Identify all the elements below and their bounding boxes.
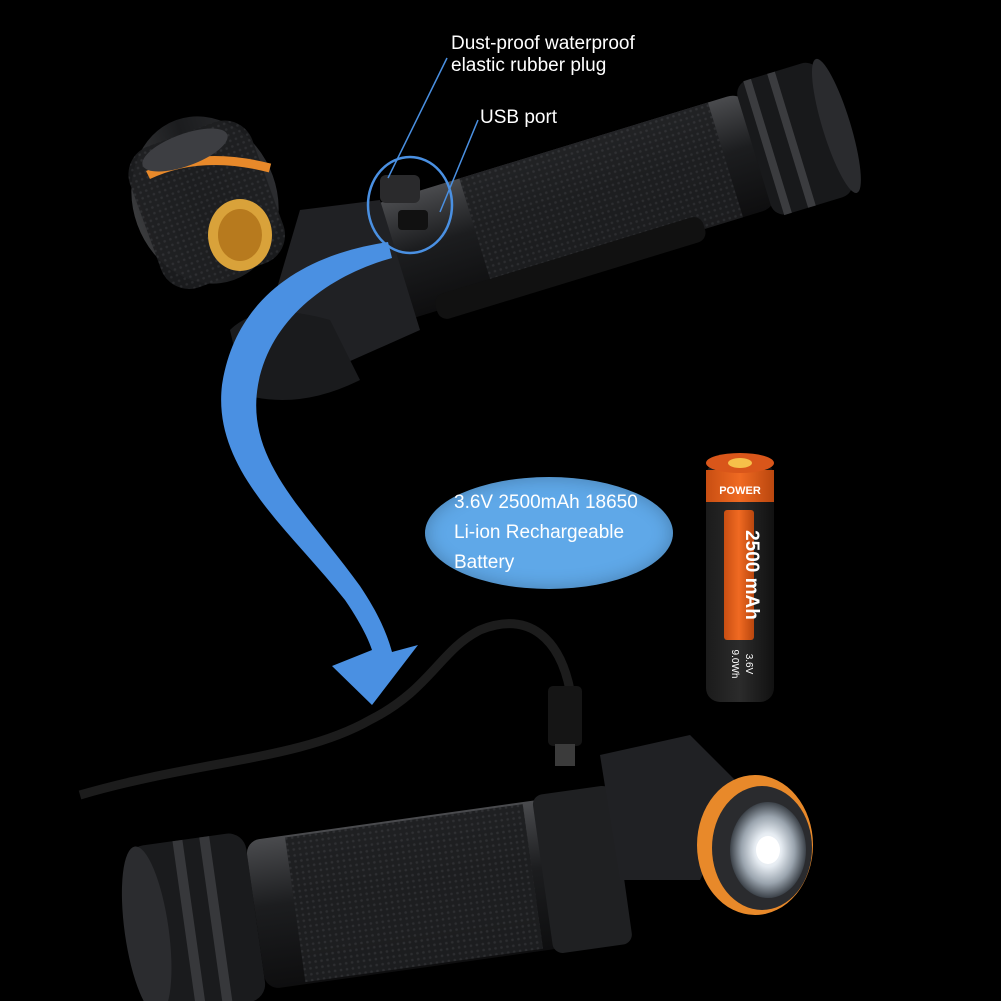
usb-plug	[548, 686, 582, 746]
battery-voltage-text: 3.6V	[743, 654, 754, 675]
battery-brand-text: POWER	[719, 485, 761, 497]
callout-lines	[366, 57, 479, 255]
usb-cable	[78, 619, 575, 800]
battery-info-text: 3.6V 2500mAh 18650 Li-ion Rechargeable B…	[454, 488, 638, 578]
usb-port-callout: USB port	[480, 107, 558, 128]
battery-capacity-text: 2500 mAh	[741, 530, 762, 620]
bottom-flashlight	[121, 735, 813, 1001]
top-flashlight	[128, 58, 861, 400]
rubber-plug	[380, 175, 420, 203]
curved-arrow-icon	[221, 242, 418, 705]
battery-info-line-2: Li-ion Rechargeable	[454, 522, 625, 543]
port-highlight-circle	[366, 155, 454, 255]
battery-info-line-1: 3.6V 2500mAh 18650	[454, 492, 638, 513]
battery-info-bubble	[425, 477, 673, 589]
rubber-plug-callout-line-1: Dust-proof waterproof	[451, 33, 635, 54]
rubber-plug-callout-line-2: elastic rubber plug	[451, 55, 607, 76]
battery-info-line-3: Battery	[454, 552, 515, 573]
battery-energy-text: 9.0Wh	[729, 650, 740, 679]
rubber-plug-callout: Dust-proof waterproof elastic rubber plu…	[451, 33, 635, 77]
battery-18650: POWER 2500 mAh 3.6V 9.0Wh	[706, 453, 774, 702]
usb-port	[398, 210, 428, 230]
